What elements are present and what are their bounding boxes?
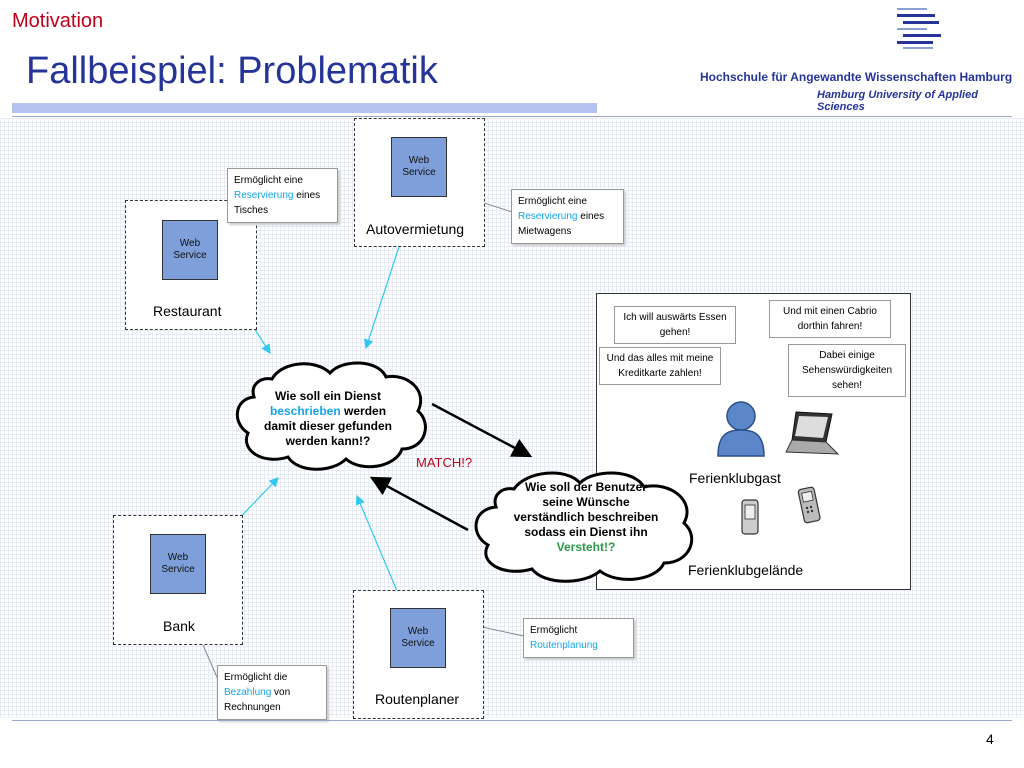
title-underline-bar bbox=[12, 103, 597, 113]
cloud-right-shape bbox=[474, 471, 694, 583]
restaurant-web-service[interactable]: Web Service bbox=[162, 220, 218, 280]
wish-bubble-kreditkarte: Und das alles mit meine Kreditkarte zahl… bbox=[599, 347, 721, 385]
phone-icon bbox=[797, 486, 821, 524]
restaurant-note-post: eines Tisches bbox=[234, 190, 321, 216]
routenplaner-note-key: Routenplanung bbox=[530, 640, 598, 651]
wish-bubble-essen: Ich will auswärts Essen gehen! bbox=[614, 306, 736, 344]
university-name-en: Hamburg University of Applied Sciences bbox=[817, 89, 978, 113]
header-divider bbox=[12, 116, 1012, 117]
match-label: MATCH!? bbox=[416, 455, 473, 470]
cloud-left-key: beschrieben bbox=[269, 404, 341, 418]
restaurant-note: Ermöglicht eine Reservierung eines Tisch… bbox=[227, 168, 338, 223]
autovermietung-note: Ermöglicht eine Reservierung eines Mietw… bbox=[511, 189, 624, 244]
cloud-right-line3: verständlich beschreiben bbox=[513, 510, 659, 524]
cloud-left-line3: damit dieser gefunden bbox=[263, 419, 393, 433]
ferienklubgast-label: Ferienklubgast bbox=[689, 470, 781, 486]
person-icon bbox=[717, 401, 765, 457]
cloud-right-text: Wie soll der Benutzer seine Wünsche vers… bbox=[500, 480, 672, 555]
bank-note-pre: Ermöglicht die bbox=[224, 672, 288, 683]
cloud-left-shape bbox=[236, 361, 427, 471]
cloud-right-key: Versteht!? bbox=[556, 540, 616, 554]
cloud-right-line4: sodass ein Dienst ihn bbox=[524, 525, 648, 539]
routenplaner-note-pre: Ermöglicht bbox=[530, 625, 578, 636]
autovermietung-label: Autovermietung bbox=[366, 221, 465, 237]
cloud-right-line2: seine Wünsche bbox=[542, 495, 630, 509]
ferienklubgelaende-label: Ferienklubgelände bbox=[688, 562, 804, 578]
bank-note-key: Bezahlung bbox=[224, 687, 272, 698]
autovermietung-note-pre: Ermöglicht eine bbox=[518, 196, 587, 207]
logo-icon bbox=[897, 8, 941, 49]
page-number: 4 bbox=[986, 731, 994, 747]
routenplaner-note: Ermöglicht Routenplanung bbox=[523, 618, 634, 658]
laptop-icon bbox=[785, 411, 840, 455]
bank-note-post: von Rechnungen bbox=[224, 687, 291, 713]
restaurant-label: Restaurant bbox=[153, 303, 222, 319]
wish-bubble-sehenswuerdigkeiten: Dabei einige Sehenswürdigkeiten sehen! bbox=[788, 344, 906, 397]
restaurant-note-pre: Ermöglicht eine bbox=[234, 175, 303, 186]
bank-label: Bank bbox=[163, 618, 195, 634]
bank-web-service[interactable]: Web Service bbox=[150, 534, 206, 594]
section-label: Motivation bbox=[12, 10, 104, 32]
autovermietung-note-key: Reservierung bbox=[518, 211, 578, 222]
routenplaner-label: Routenplaner bbox=[375, 691, 460, 707]
autovermietung-note-post: eines Mietwagens bbox=[518, 211, 605, 237]
routenplaner-web-service[interactable]: Web Service bbox=[390, 608, 446, 668]
university-name-de: Hochschule für Angewandte Wissenschaften… bbox=[700, 70, 1013, 84]
wish-bubble-cabrio: Und mit einen Cabrio dorthin fahren! bbox=[769, 300, 891, 338]
cloud-left-text: Wie soll ein Dienst beschrieben werden d… bbox=[252, 389, 404, 449]
restaurant-note-key: Reservierung bbox=[234, 190, 294, 201]
page-title: Fallbeispiel: Problematik bbox=[26, 50, 438, 92]
mobile-phone-icon bbox=[741, 499, 759, 535]
cloud-right-line1: Wie soll der Benutzer bbox=[525, 480, 647, 494]
bank-note: Ermöglicht die Bezahlung von Rechnungen bbox=[217, 665, 327, 720]
cloud-left-line4: werden kann!? bbox=[285, 434, 371, 448]
footer-divider bbox=[12, 720, 1012, 721]
cloud-left-line1: Wie soll ein Dienst bbox=[275, 389, 381, 403]
autovermietung-web-service[interactable]: Web Service bbox=[391, 137, 447, 197]
cloud-left-line2: werden bbox=[344, 404, 387, 418]
